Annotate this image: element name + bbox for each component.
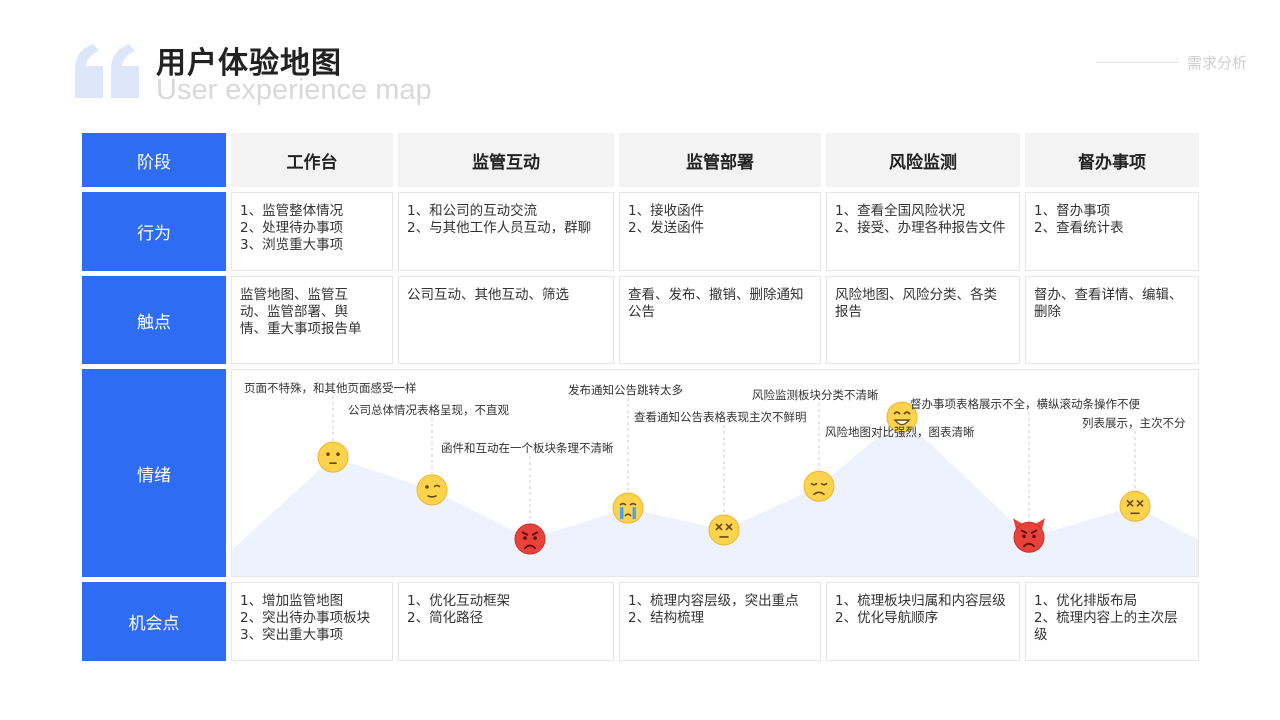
table-cell: 1、梳理板块归属和内容层级 2、优化导航顺序 <box>826 582 1020 661</box>
angry-face-icon <box>514 523 546 555</box>
pain-point-label: 页面不特殊，和其他页面感受一样 <box>244 381 417 395</box>
stage-header: 监管部署 <box>619 133 821 187</box>
stage-header: 监管互动 <box>398 133 614 187</box>
experience-map-table: 阶段 工作台 监管互动 监管部署 风险监测 督办事项 行为 1、监管整体情况 2… <box>82 133 1199 665</box>
quote-mark-icon <box>75 44 139 98</box>
face-mouth <box>624 513 632 517</box>
face-eye <box>893 411 901 415</box>
devil-horn <box>1035 518 1045 530</box>
face-eye <box>336 452 340 456</box>
face-brow <box>1030 529 1038 535</box>
dizzy-face-icon <box>708 514 740 546</box>
devil-horn <box>1013 518 1023 530</box>
pain-point-label: 公司总体情况表格呈现，不直观 <box>348 403 509 417</box>
emotion-curve-area: 页面不特殊，和其他页面感受一样公司总体情况表格呈现，不直观函件和互动在一个板块条… <box>231 369 1199 577</box>
neutral-face-icon <box>317 441 349 473</box>
row-label-behavior: 行为 <box>82 192 226 271</box>
table-cell: 公司互动、其他互动、筛选 <box>398 276 614 364</box>
face-eye <box>533 536 537 540</box>
face-eye <box>425 485 429 489</box>
tear <box>620 507 624 520</box>
face-eye <box>433 484 441 488</box>
face-mouth <box>427 495 437 498</box>
stage-header: 风险监测 <box>826 133 1020 187</box>
face-eye <box>1022 534 1026 539</box>
table-cell: 1、优化排版布局 2、梳理内容上的主次层 级 <box>1025 582 1199 661</box>
face-brow <box>1020 529 1028 535</box>
row-label-touchpoint: 触点 <box>82 276 226 364</box>
pain-point-label: 风险监测板块分类不清晰 <box>752 388 879 402</box>
face-eye <box>1136 499 1144 507</box>
table-cell: 查看、发布、撤销、删除通知 公告 <box>619 276 821 364</box>
table-cell: 1、督办事项 2、查看统计表 <box>1025 192 1199 271</box>
face-eye <box>326 452 330 456</box>
table-cell: 1、查看全国风险状况 2、接受、办理各种报告文件 <box>826 192 1020 271</box>
row-label-opportunity: 机会点 <box>82 582 226 661</box>
face-brow <box>531 531 539 536</box>
table-cell: 1、优化互动框架 2、简化路径 <box>398 582 614 661</box>
face-eye <box>1126 499 1134 507</box>
face-eye <box>523 536 527 540</box>
tear <box>632 507 636 520</box>
emotion-curve-chart <box>232 396 1198 576</box>
face-eye <box>629 502 637 506</box>
row-label-emotion: 情绪 <box>82 369 226 577</box>
section-tag: 需求分析 <box>1187 54 1248 72</box>
tag-divider <box>1097 62 1179 63</box>
table-cell: 1、监管整体情况 2、处理待办事项 3、浏览重大事项 <box>231 192 393 271</box>
page-subtitle: User experience map <box>156 74 432 106</box>
face-eye <box>1032 534 1036 539</box>
table-cell: 督办、查看详情、编辑、 删除 <box>1025 276 1199 364</box>
wink-face-icon <box>416 474 448 506</box>
face-eye <box>903 411 911 415</box>
table-cell: 1、和公司的互动交流 2、与其他工作人员互动，群聊 <box>398 192 614 271</box>
table-cell: 1、增加监管地图 2、突出待办事项板块 3、突出重大事项 <box>231 582 393 661</box>
pain-point-label: 督办事项表格展示不全，横纵滚动条操作不便 <box>910 397 1140 411</box>
sad-face-icon <box>803 470 835 502</box>
pain-point-label: 列表展示，主次不分 <box>1082 416 1186 430</box>
face-mouth <box>1023 542 1035 548</box>
pain-point-label: 查看通知公告表格表现主次不鲜明 <box>634 410 807 424</box>
happy-face-icon <box>886 401 918 433</box>
face-eye <box>619 502 627 506</box>
table-cell: 1、梳理内容层级，突出重点 2、结构梳理 <box>619 582 821 661</box>
table-cell: 风险地图、风险分类、各类 报告 <box>826 276 1020 364</box>
dizzy-face-icon <box>1119 490 1151 522</box>
corner-label: 阶段 <box>82 133 226 187</box>
table-cell: 监管地图、监管互 动、监管部署、舆 情、重大事项报告单 <box>231 276 393 364</box>
face-eye <box>820 482 828 486</box>
face-mouth <box>813 491 825 496</box>
face-mouth <box>524 544 536 549</box>
face-eye <box>725 523 733 531</box>
pain-point-label: 函件和互动在一个板块条理不清晰 <box>441 441 614 455</box>
face-eye <box>715 523 723 531</box>
face-brow <box>521 531 529 536</box>
pain-point-label: 风险地图对比强烈，图表清晰 <box>825 425 975 439</box>
face-eye <box>810 482 818 486</box>
crying-face-icon <box>612 492 644 524</box>
stage-header: 工作台 <box>231 133 393 187</box>
stage-header: 督办事项 <box>1025 133 1199 187</box>
page-title: 用户体验地图 <box>156 46 342 81</box>
pain-point-label: 发布通知公告跳转太多 <box>568 383 683 397</box>
table-cell: 1、接收函件 2、发送函件 <box>619 192 821 271</box>
face-mouth <box>893 419 911 426</box>
emotion-curve-fill <box>232 417 1198 576</box>
devil-face-icon <box>1013 521 1045 553</box>
